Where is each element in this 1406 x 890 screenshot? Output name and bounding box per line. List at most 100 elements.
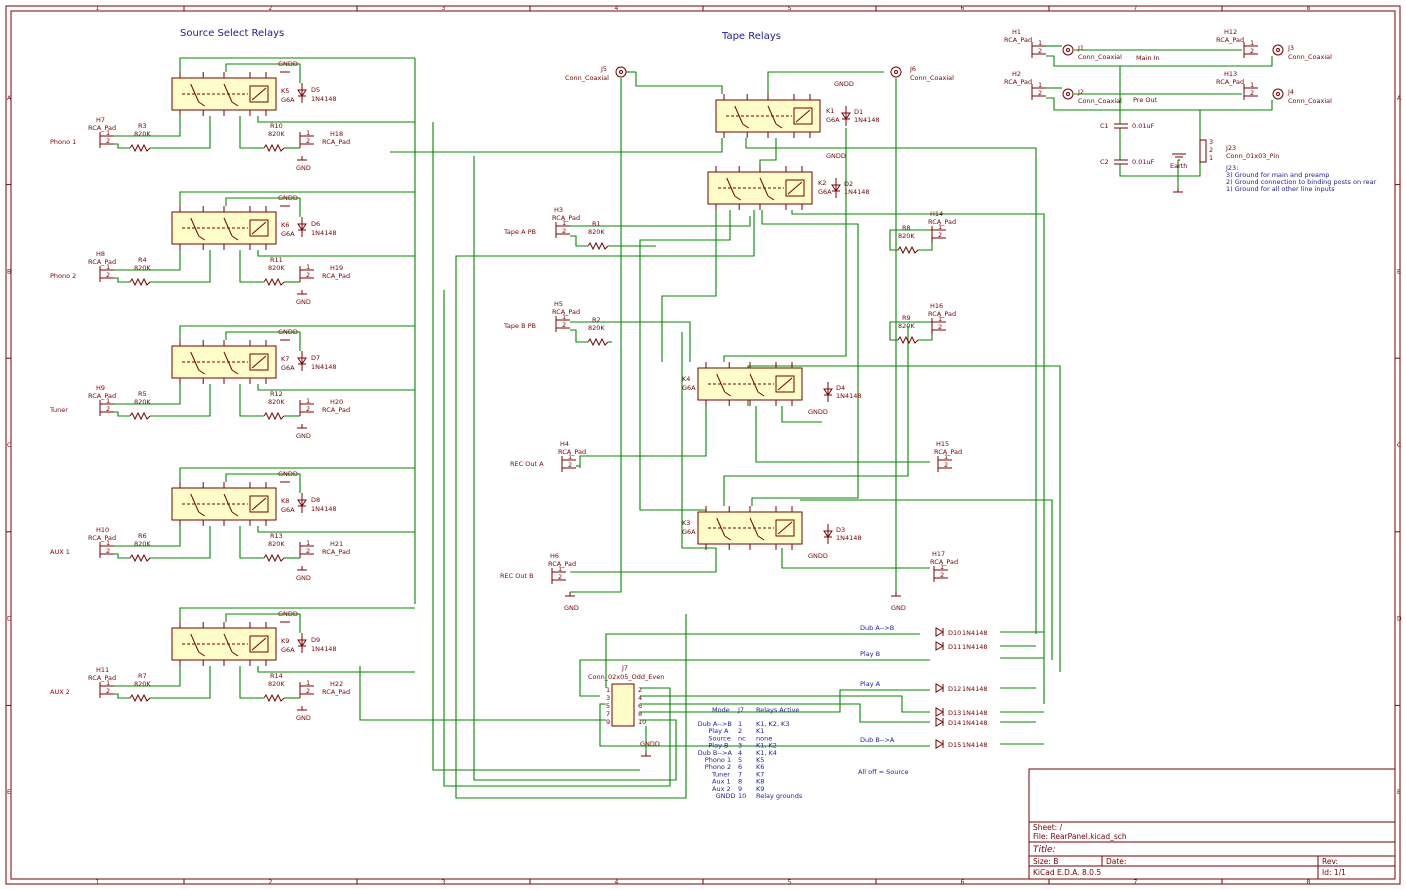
res-ref: R1 — [592, 220, 601, 228]
diode-symbol — [297, 633, 307, 653]
input-res-value: 820K — [134, 540, 151, 548]
pad-ref: H5 — [554, 300, 563, 308]
diode-value: 1N4148 — [962, 719, 988, 727]
source-label: AUX 2 — [50, 688, 70, 696]
diode-value: 1N4148 — [962, 741, 988, 749]
relay-value: G6A — [818, 188, 832, 196]
pin-number: 1 — [306, 129, 310, 137]
pad-ref: H15 — [936, 440, 949, 448]
relay-ref: K8 — [281, 497, 289, 505]
pin-number: 1 — [106, 397, 110, 405]
diode-symbol — [935, 627, 945, 637]
rca-pad-icon: 12 — [1031, 81, 1046, 100]
title-block: Sheet: / File: RearPanel.kicad_sch Title… — [1028, 768, 1396, 880]
pin-number: 1 — [306, 539, 310, 547]
pad-ref: H2 — [1012, 70, 1021, 78]
diode-value: 1N4148 — [311, 645, 337, 653]
res-ref: R8 — [902, 224, 911, 232]
pin-number: 2 — [306, 405, 310, 413]
gndd-label: GNDD — [808, 552, 828, 560]
coax-ref: J6 — [909, 65, 916, 73]
title-size: Size: B — [1033, 857, 1058, 866]
table-cell: 7 — [738, 770, 742, 778]
ground-icon — [891, 592, 901, 597]
pin-number: 2 — [106, 547, 110, 555]
table-cell: K6 — [756, 763, 764, 771]
rca-pad-icon: 12 — [561, 453, 576, 472]
resistor-symbol — [263, 277, 285, 287]
pin-number: 2 — [568, 461, 572, 469]
source-label: Tuner — [49, 406, 68, 414]
relay-ref: K2 — [818, 179, 826, 187]
table-cell: K1, K2 — [756, 742, 777, 750]
pad-ref: H14 — [930, 210, 943, 218]
earth-label: Earth — [1170, 162, 1187, 170]
coax-connector-icon — [1062, 88, 1074, 100]
coax-connector-icon — [890, 66, 902, 78]
diode-symbol — [823, 524, 833, 544]
title-tool: KiCad E.D.A. 8.0.5 — [1033, 868, 1101, 877]
frame-column-top: 5 — [788, 5, 792, 12]
table-cell: Phono 1 — [705, 756, 731, 764]
table-cell: Source — [708, 734, 730, 742]
table-cell: K8 — [756, 778, 764, 786]
coax-ref: J3 — [1287, 44, 1294, 52]
output-pad-value: RCA_Pad — [322, 138, 350, 146]
table-cell: 8 — [738, 778, 742, 786]
relay-symbol — [171, 482, 277, 526]
coax-value: Conn_Coaxial — [1288, 53, 1332, 61]
res-value: 820K — [588, 228, 605, 236]
relay-symbol — [697, 506, 803, 550]
relay-symbol — [171, 622, 277, 666]
input-res-ref: R3 — [138, 122, 147, 130]
frame-column-top: 7 — [1134, 5, 1138, 12]
pad-ref: H3 — [554, 206, 563, 214]
rca-pad-icon: 12 — [551, 565, 566, 584]
output-pad-ref: H18 — [330, 130, 343, 138]
frame-row-right: E — [1397, 789, 1401, 796]
res-value: 820K — [898, 232, 915, 240]
connector-value: Conn_02x05_Odd_Even — [588, 673, 664, 681]
coax-connector-icon — [1272, 88, 1284, 100]
ground-icon — [1173, 188, 1183, 193]
ground-icon — [297, 156, 307, 161]
diode-ref: D1 — [854, 108, 863, 116]
diode-ref: D4 — [836, 384, 845, 392]
pad-value: RCA_Pad — [934, 448, 962, 456]
pin-number: 7 — [606, 710, 610, 718]
gnd-label: GND — [891, 604, 906, 612]
rca-pad-icon: 12 — [1243, 81, 1258, 100]
frame-column-bottom: 5 — [788, 879, 792, 886]
title-id: Id: 1/1 — [1322, 868, 1346, 877]
title-title: Title: — [1033, 845, 1056, 855]
relay-coil — [785, 179, 805, 197]
net-label: Play B — [860, 650, 880, 658]
pin-number: 1 — [938, 315, 942, 323]
pin-number: 2 — [944, 461, 948, 469]
output-pad-ref: H22 — [330, 680, 343, 688]
resistor-symbol — [587, 241, 609, 251]
pin-number: 1 — [940, 563, 944, 571]
coax-connector-icon — [1272, 44, 1284, 56]
frame-column-bottom: 1 — [96, 879, 100, 886]
diode-symbol — [297, 217, 307, 237]
cap-ref: C1 — [1100, 122, 1109, 130]
table-cell: 9 — [738, 785, 742, 793]
source-label: AUX 1 — [50, 548, 70, 556]
pin-number: 2 — [940, 571, 944, 579]
pin-number: 2 — [938, 231, 942, 239]
pad-ref: H12 — [1224, 28, 1237, 36]
frame-column-bottom: 4 — [615, 879, 619, 886]
relay-ref: K5 — [281, 87, 289, 95]
rca-pad-icon: 12 — [99, 129, 114, 148]
frame-row-left: B — [7, 268, 11, 275]
diode-ref: D10 — [948, 629, 961, 637]
gndd-label: GNDD — [278, 194, 298, 202]
table-cell: K1, K4 — [756, 749, 777, 757]
resistor-symbol — [129, 143, 151, 153]
diode-value: 1N4148 — [844, 188, 870, 196]
